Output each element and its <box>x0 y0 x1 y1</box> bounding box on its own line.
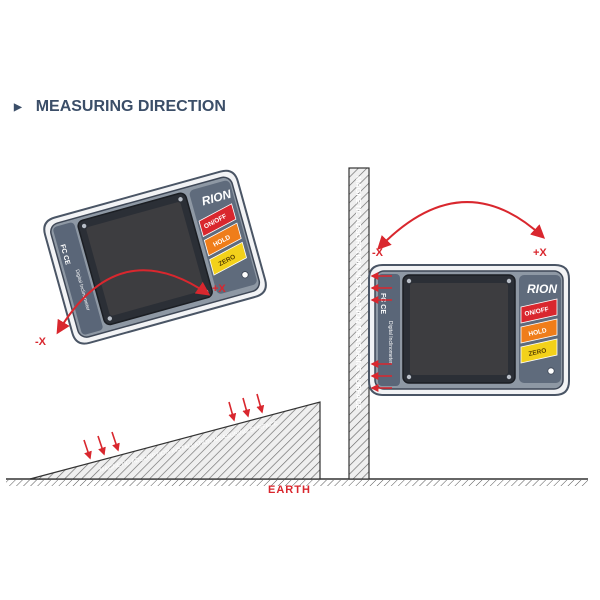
device-btn-zero-right: ZERO <box>528 347 547 358</box>
rotation-arc-right <box>377 201 546 251</box>
label-plus-x-right: +X <box>533 247 547 259</box>
section-heading: ▶ MEASURING DIRECTION <box>14 98 226 116</box>
surface-label-wall: MAGNETIC ADSORPTION INSTALLATION MEASURI… <box>354 176 363 410</box>
section-heading-text: MEASURING DIRECTION <box>35 98 226 115</box>
device-btn-on-off-right: ON/OFF <box>524 306 550 318</box>
label-minus-x-left: -X <box>35 336 47 348</box>
bullet-triangle-icon: ▶ <box>14 101 22 113</box>
earth-label: EARTH <box>268 484 311 496</box>
inclinometer-device-right: RION ON/OFF HOLD ZERO FC CE Digital Incl… <box>368 264 570 396</box>
device-brand-right: RION <box>527 282 557 296</box>
contact-arrows-left <box>83 393 265 460</box>
label-plus-x-left: +X <box>212 283 226 295</box>
rotation-arc-left <box>56 269 211 335</box>
inclinometer-device-left: RION ON/OFF HOLD ZERO FC CE Digital Incl… <box>40 166 270 348</box>
device-cert-right: FC CE <box>379 293 386 314</box>
contact-arrows-right <box>370 272 392 392</box>
device-btn-hold-right: HOLD <box>528 327 548 338</box>
label-minus-x-right: -X <box>372 247 384 259</box>
device-side-text-right: Digital Inclinometer <box>387 321 393 364</box>
inclined-surface <box>29 401 321 480</box>
